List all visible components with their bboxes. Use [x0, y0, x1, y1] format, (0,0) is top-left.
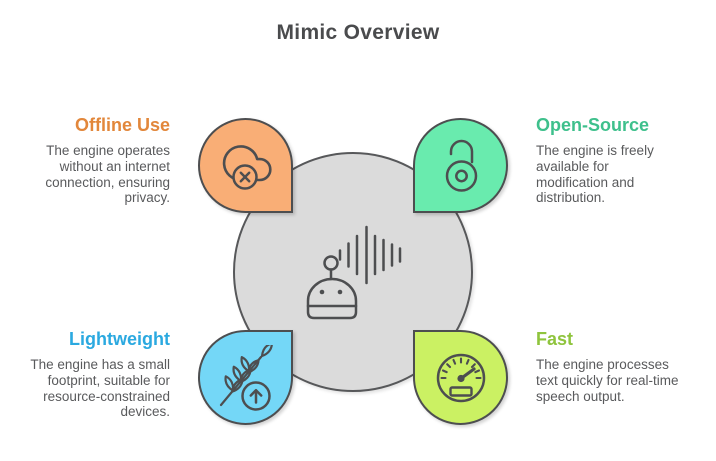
lightweight-badge	[198, 330, 293, 425]
fast-heading: Fast	[536, 329, 574, 349]
speedometer-icon	[436, 353, 485, 402]
open-source-heading: Open-Source	[536, 115, 650, 135]
open-source-text: Open-Source The engine is freely availab…	[536, 115, 710, 206]
fast-badge	[413, 330, 508, 425]
lightweight-text: Lightweight The engine has a small footp…	[6, 329, 170, 420]
page-title: Mimic Overview	[276, 21, 440, 44]
open-source-badge	[413, 118, 508, 213]
robot-voice-waves-icon	[306, 225, 402, 320]
open-source-description: The engine is freely available for modif…	[536, 143, 654, 206]
offline-use-badge	[198, 118, 293, 213]
feather-arrow-up-icon	[219, 344, 275, 411]
lightweight-heading: Lightweight	[69, 329, 170, 349]
offline-use-text: Offline Use The engine operates without …	[6, 115, 170, 206]
fast-description: The engine processes text quickly for re…	[536, 357, 679, 404]
cloud-offline-icon	[222, 144, 272, 190]
fast-text: Fast The engine processes text quickly f…	[536, 329, 714, 404]
offline-use-heading: Offline Use	[74, 115, 170, 135]
unlock-icon	[445, 139, 477, 192]
lightweight-description: The engine has a small footprint, suitab…	[30, 357, 170, 420]
offline-use-description: The engine operates without an internet …	[45, 143, 170, 206]
